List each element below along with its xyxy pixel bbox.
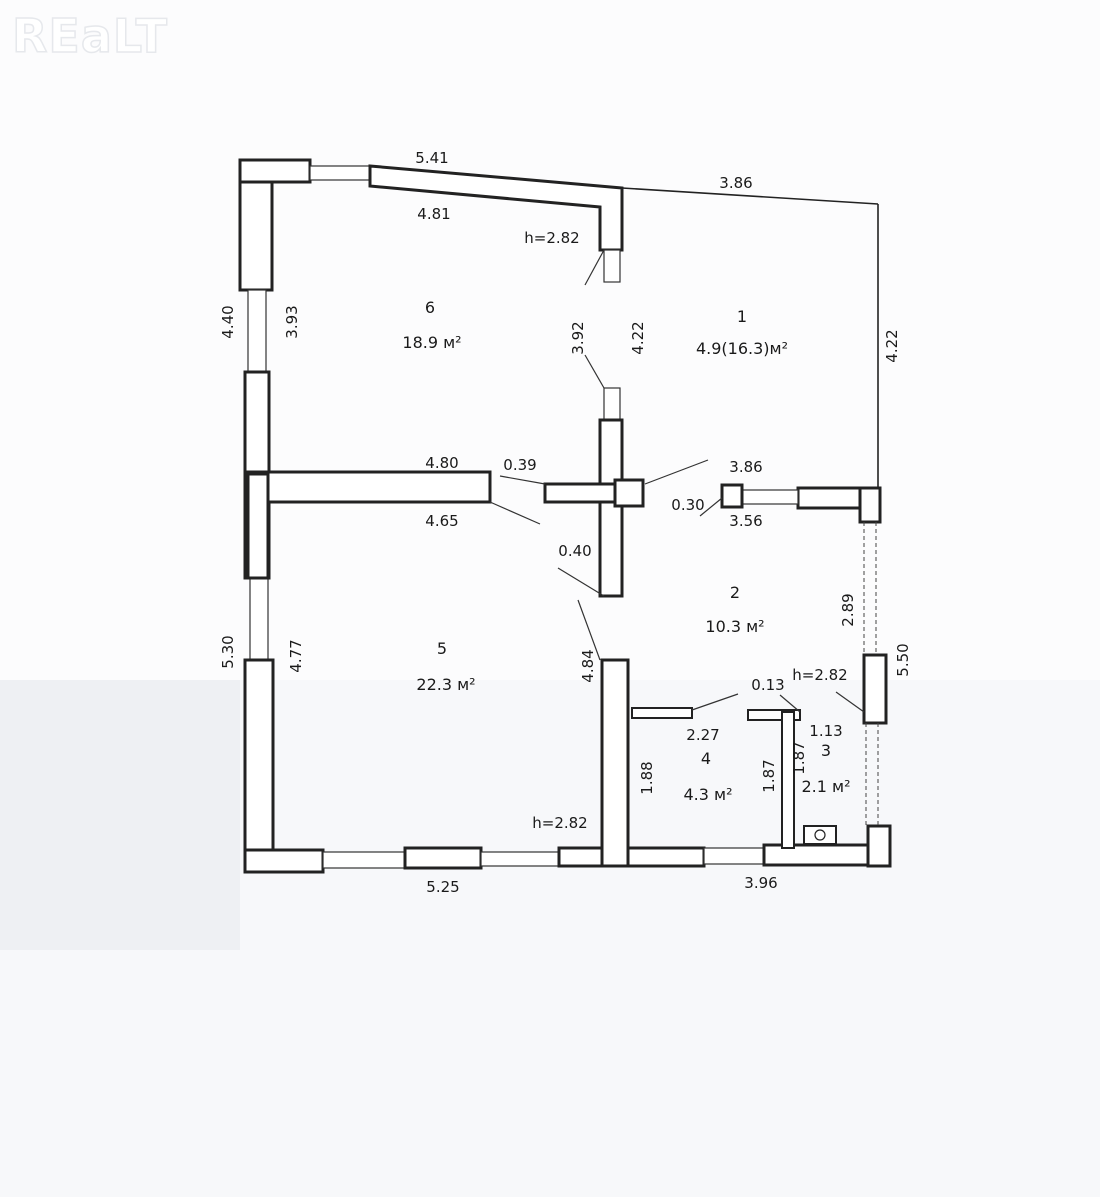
room-5-number: 5 bbox=[437, 639, 447, 658]
room-2-number: 2 bbox=[730, 583, 740, 602]
dim-left-outer-top: 4.40 bbox=[219, 305, 237, 338]
appliance-icon bbox=[803, 825, 837, 845]
window-bottom-c bbox=[703, 847, 765, 865]
window-left-top bbox=[247, 289, 267, 373]
background-shade bbox=[0, 680, 240, 950]
window-bottom-b bbox=[480, 851, 560, 867]
dim-room3-width: 1.13 bbox=[809, 722, 842, 740]
dim-left-outer-bottom: 5.30 bbox=[219, 635, 237, 668]
height-label-top: h=2.82 bbox=[524, 229, 579, 247]
dim-mid-thickness-b: 0.40 bbox=[558, 542, 591, 560]
mid-wall-junction bbox=[246, 472, 270, 580]
dim-left-inner-bottom: 4.77 bbox=[287, 639, 305, 672]
window-top-left bbox=[309, 165, 371, 181]
outer-wall-corner-br bbox=[866, 824, 892, 868]
window-room2-top bbox=[741, 489, 799, 505]
room3-top-wall bbox=[747, 709, 801, 721]
room-2-area: 10.3 м² bbox=[705, 617, 764, 636]
dim-right-outer-top: 4.22 bbox=[883, 329, 901, 362]
leader-i bbox=[691, 693, 739, 711]
leader-e bbox=[644, 459, 709, 485]
dim-mid-wall-bottom: 4.65 bbox=[425, 512, 458, 530]
doorway-6-1-top bbox=[603, 249, 621, 283]
room-5-area: 22.3 м² bbox=[416, 675, 475, 694]
room-6-number: 6 bbox=[425, 298, 435, 317]
room-1-area: 4.9(16.3)м² bbox=[696, 339, 788, 358]
mid-wall-left bbox=[243, 470, 492, 504]
appliance-burner bbox=[814, 829, 826, 841]
leader-d bbox=[489, 501, 541, 525]
dim-partition-6-1-b: 4.22 bbox=[629, 321, 647, 354]
leader-c bbox=[499, 475, 546, 485]
leader-g bbox=[557, 567, 605, 597]
outer-wall-top-corner bbox=[238, 158, 312, 184]
outer-wall-right-mid bbox=[862, 653, 888, 725]
partition-5-4 bbox=[600, 658, 630, 868]
room-4-area: 4.3 м² bbox=[683, 785, 732, 804]
outer-wall-left-bottom bbox=[243, 658, 275, 874]
leader-f bbox=[699, 497, 723, 517]
dim-room4-height-a: 1.88 bbox=[638, 761, 656, 794]
dim-room2-top-outer: 3.86 bbox=[729, 458, 762, 476]
leader-b bbox=[584, 354, 605, 389]
room-4-number: 4 bbox=[701, 749, 711, 768]
dim-mid-wall-top: 4.80 bbox=[425, 454, 458, 472]
leader-j bbox=[779, 694, 801, 713]
partition-4-3 bbox=[781, 711, 795, 849]
leader-k bbox=[835, 691, 865, 713]
terrace-top-line bbox=[621, 187, 879, 205]
outer-wall-bottom-a bbox=[243, 848, 325, 874]
background-light bbox=[0, 0, 1100, 680]
room-6-area: 18.9 м² bbox=[402, 333, 461, 352]
dim-room2-top-inner: 3.56 bbox=[729, 512, 762, 530]
dim-top-inner-left: 4.81 bbox=[417, 205, 450, 223]
window-bottom-a bbox=[322, 851, 406, 869]
window-left-bottom bbox=[249, 577, 269, 661]
height-label-bottom: h=2.82 bbox=[532, 814, 587, 832]
dim-bottom-left: 5.25 bbox=[426, 878, 459, 896]
room4-top-wall bbox=[631, 707, 693, 719]
dim-room4-height-b: 1.87 bbox=[760, 759, 778, 792]
room-1-number: 1 bbox=[737, 307, 747, 326]
dim-top-outer-left: 5.41 bbox=[415, 149, 448, 167]
dim-top-right: 3.86 bbox=[719, 174, 752, 192]
dim-room2-wall: 0.30 bbox=[671, 496, 704, 514]
dim-partition-5-2: 4.84 bbox=[579, 649, 597, 682]
partition-vertical-center bbox=[598, 418, 624, 598]
height-label-right: h=2.82 bbox=[792, 666, 847, 684]
dim-partition-6-1-a: 3.92 bbox=[569, 321, 587, 354]
dim-right-inner-mid: 2.89 bbox=[839, 593, 857, 626]
room-3-number: 3 bbox=[821, 741, 831, 760]
dim-bottom-right: 3.96 bbox=[744, 874, 777, 892]
leader-h bbox=[577, 599, 601, 661]
room2-top-wall-left bbox=[720, 483, 744, 509]
dim-right-outer-bottom: 5.50 bbox=[894, 643, 912, 676]
dim-room4-width: 2.27 bbox=[686, 726, 719, 744]
watermark-logo: REaLT bbox=[12, 9, 168, 63]
dim-left-inner-top: 3.93 bbox=[283, 305, 301, 338]
doorway-6-1-bottom bbox=[603, 387, 621, 421]
dim-room3-wall: 0.13 bbox=[751, 676, 784, 694]
room-3-area: 2.1 м² bbox=[801, 777, 850, 796]
dim-mid-thickness-a: 0.39 bbox=[503, 456, 536, 474]
room2-corner-right bbox=[858, 486, 882, 524]
outer-wall-bottom-b bbox=[403, 846, 483, 870]
cross-wall-block bbox=[613, 478, 645, 508]
leader-a bbox=[584, 249, 605, 286]
dim-room3-height: 1.87 bbox=[790, 741, 808, 774]
outer-wall-bottom-c bbox=[557, 846, 706, 868]
